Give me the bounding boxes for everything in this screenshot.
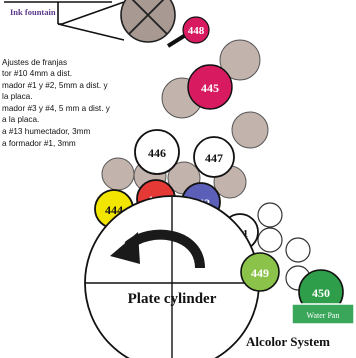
note-line: la placa. [2,92,33,101]
note-line: mador #3 y #4, 5 mm a dist. y [2,104,111,113]
note-line: mador #1 y #2, 5mm a dist. y [2,81,108,90]
plate-cylinder-label: Plate cylinder [128,291,217,307]
note-line: a la placa. [2,115,39,124]
roller-447: 447 [193,136,235,178]
ink-fountain: Ink fountain [4,1,125,41]
rotation-arrowhead-icon [110,232,140,264]
roller-446-label: 446 [148,146,166,160]
note-line: a formador #1, 3mm [2,139,76,148]
roller-449-label: 449 [251,266,269,280]
roller-445: 445 [187,64,233,110]
roller-450-label: 450 [312,286,330,300]
roller-445-label: 445 [201,81,219,95]
notes-block: Ajustes de franjas tor #10 4mm a dist. m… [2,58,111,148]
roller-448-label: 448 [188,25,205,37]
roller-449: 449 [240,252,280,292]
note-line: a #13 humectador, 3mm [2,127,90,136]
water-pan: Water Pan [291,303,355,325]
roller-446: 446 [134,129,180,175]
ink-fountain-label: Ink fountain [10,7,56,17]
note-line: tor #10 4mm a dist. [2,69,72,78]
roller-448: 448 [182,16,210,44]
system-label: Alcolor System [246,334,330,349]
roller-447-label: 447 [205,151,223,165]
fountain-roller [120,0,176,43]
note-line: Ajustes de franjas [2,58,67,67]
roller-450: 450 [298,269,344,315]
water-pan-label: Water Pan [307,311,340,320]
plate-cylinder: Plate cylinder [84,195,260,358]
